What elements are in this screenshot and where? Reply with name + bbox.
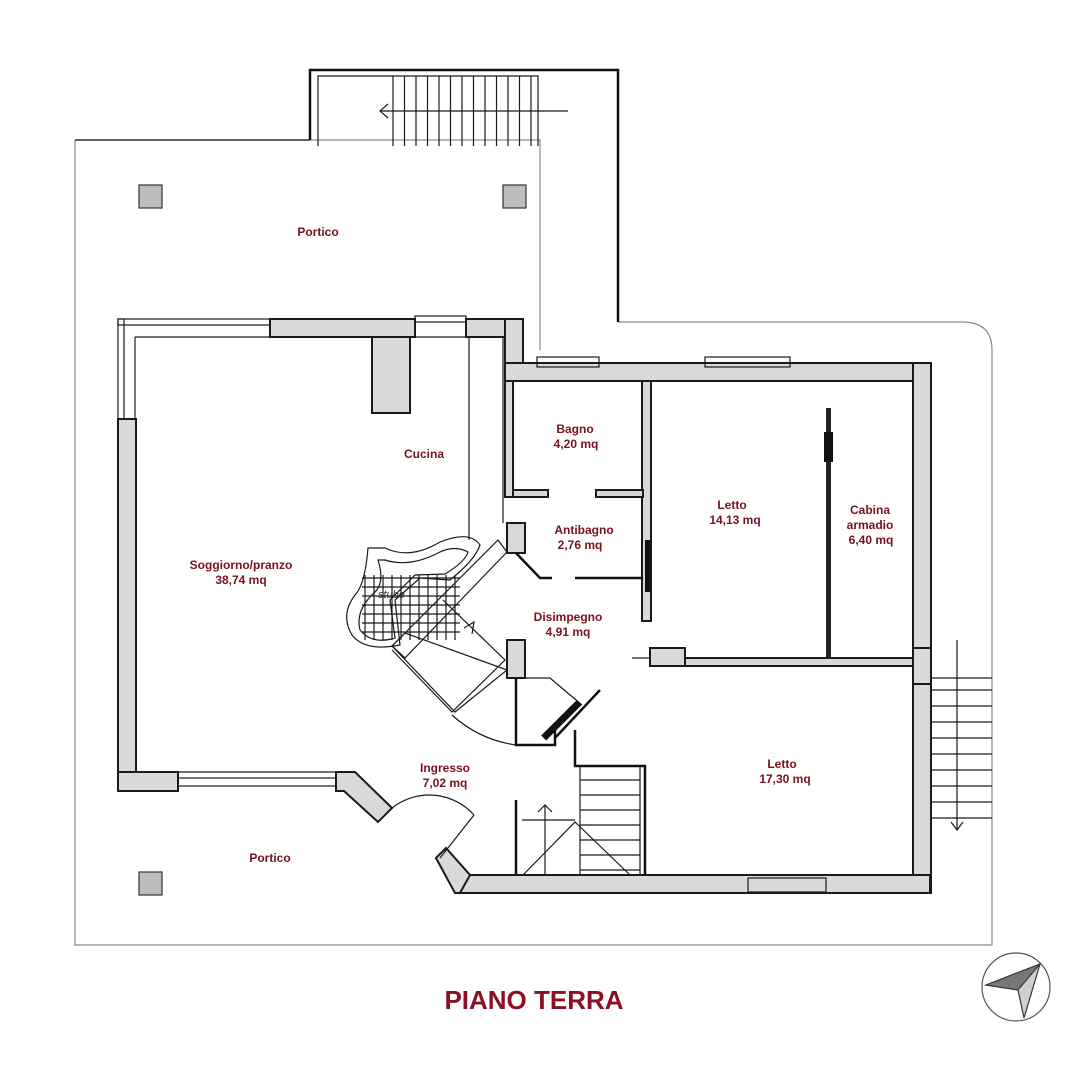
- plan-title: PIANO TERRA: [444, 985, 623, 1015]
- room-disimpegno-label: Disimpegno: [534, 610, 603, 624]
- east-stairs: [932, 640, 992, 831]
- room-bagno-label: Bagno: [556, 422, 593, 436]
- room-cabina-label-2: armadio: [847, 518, 894, 532]
- arrow-icon: [950, 821, 964, 831]
- room-disimpegno-area: 4,91 mq: [546, 625, 591, 639]
- pillars: [138, 184, 527, 896]
- arrow-icon: [379, 103, 389, 119]
- room-cabina-label: Cabina: [850, 503, 890, 517]
- stube: stube: [346, 536, 481, 648]
- room-soggiorno-area: 38,74 mq: [215, 573, 266, 587]
- room-bagno-area: 4,20 mq: [554, 437, 599, 451]
- room-letto-1-label: Letto: [717, 498, 746, 512]
- stube-label: stube: [378, 589, 405, 601]
- main-stairs: [391, 539, 509, 713]
- room-soggiorno-label: Soggiorno/pranzo: [190, 558, 293, 572]
- room-letto-1-area: 14,13 mq: [709, 513, 760, 527]
- arrow-icon: [537, 804, 553, 813]
- room-portico-south-label: Portico: [249, 851, 290, 865]
- room-cucina-label: Cucina: [404, 447, 444, 461]
- room-antibagno-label: Antibagno: [554, 523, 613, 537]
- room-letto-2-area: 17,30 mq: [759, 772, 810, 786]
- walls-right: [391, 356, 932, 894]
- room-ingresso-label: Ingresso: [420, 761, 470, 775]
- north-stairs: [75, 68, 620, 322]
- compass-icon: [981, 952, 1051, 1022]
- room-ingresso-area: 7,02 mq: [423, 776, 468, 790]
- room-portico-north-label: Portico: [297, 225, 338, 239]
- arrow-icon: [463, 620, 475, 635]
- room-labels: Portico Cucina Soggiorno/pranzo 38,74 mq…: [190, 225, 894, 865]
- room-antibagno-area: 2,76 mq: [558, 538, 603, 552]
- room-cabina-area: 6,40 mq: [849, 533, 894, 547]
- walls: [117, 315, 524, 824]
- room-letto-2-label: Letto: [767, 757, 796, 771]
